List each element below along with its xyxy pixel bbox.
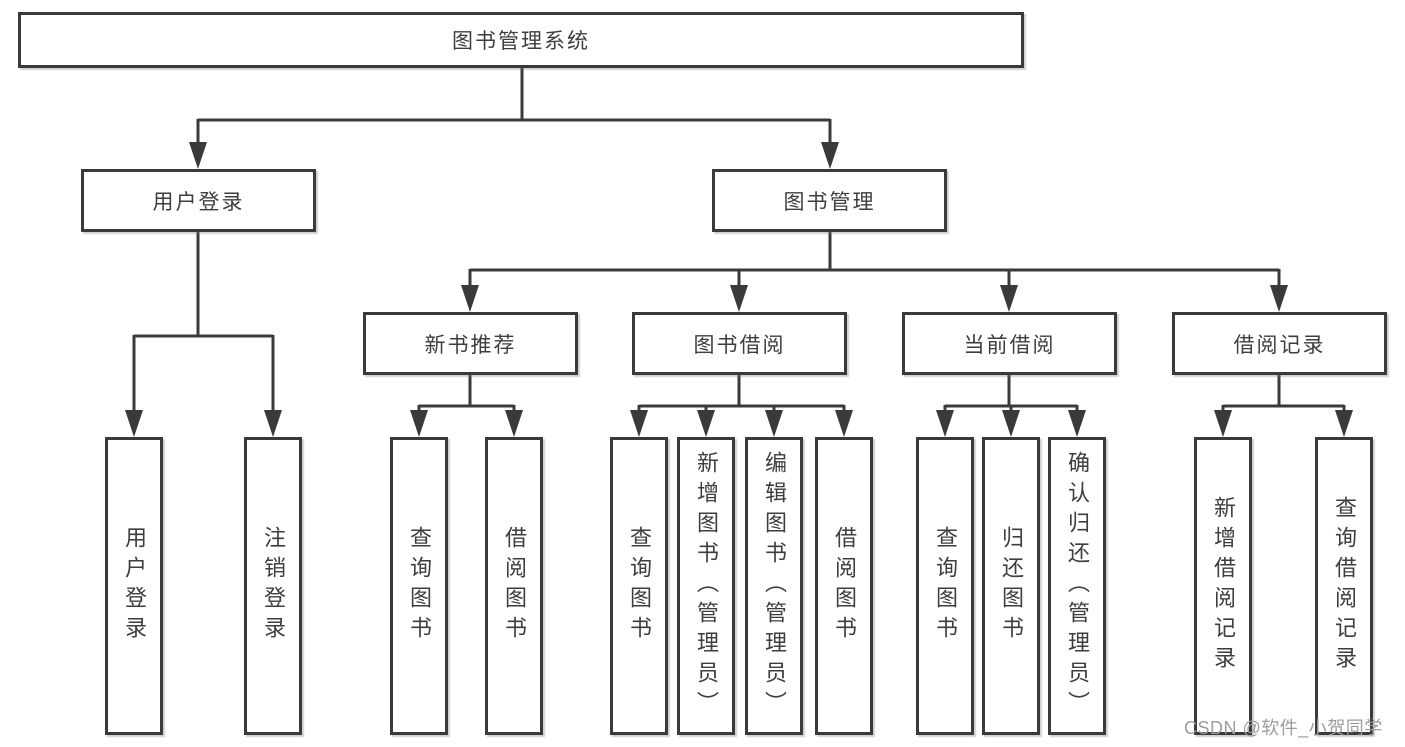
leaf-edit-book-admin-label: 编辑图书（管理员）	[762, 451, 787, 721]
leaf-user-login: 用户登录	[105, 437, 163, 735]
leaf-edit-book-admin: 编辑图书（管理员）	[745, 437, 803, 735]
node-book-management: 图书管理	[712, 169, 947, 232]
node-new-book-recommend: 新书推荐	[363, 312, 578, 375]
leaf-borrow-book-label: 借阅图书	[832, 526, 857, 646]
csdn-watermark: CSDN @软件_小贺同学	[1184, 718, 1383, 738]
node-user-login: 用户登录	[81, 169, 316, 232]
leaf-query-book-borrow-label: 查询图书	[627, 526, 652, 646]
leaf-confirm-return-admin: 确认归还（管理员）	[1048, 437, 1106, 735]
leaf-logout-label: 注销登录	[261, 526, 286, 646]
leaf-borrow-book: 借阅图书	[815, 437, 873, 735]
node-current-borrow-label: 当前借阅	[963, 333, 1056, 357]
leaf-user-login-label: 用户登录	[122, 526, 147, 646]
leaf-borrow-book-recommend-label: 借阅图书	[502, 526, 527, 646]
node-book-borrow-label: 图书借阅	[693, 333, 786, 357]
leaf-return-book-label: 归还图书	[999, 526, 1024, 646]
node-new-book-recommend-label: 新书推荐	[424, 333, 517, 357]
leaf-query-borrow-record-label: 查询借阅记录	[1332, 496, 1357, 676]
leaf-return-book: 归还图书	[982, 437, 1040, 735]
leaf-confirm-return-admin-label: 确认归还（管理员）	[1065, 451, 1090, 721]
leaf-borrow-book-recommend: 借阅图书	[485, 437, 543, 735]
leaf-query-book-recommend-label: 查询图书	[407, 526, 432, 646]
leaf-add-borrow-record: 新增借阅记录	[1194, 437, 1252, 735]
node-root-label: 图书管理系统	[452, 30, 590, 53]
leaf-query-book-recommend: 查询图书	[390, 437, 448, 735]
node-book-management-label: 图书管理	[783, 190, 876, 214]
node-user-login-label: 用户登录	[152, 190, 245, 214]
node-borrow-record: 借阅记录	[1172, 312, 1387, 375]
leaf-logout: 注销登录	[244, 437, 302, 735]
leaf-add-book-admin: 新增图书（管理员）	[677, 437, 735, 735]
leaf-add-borrow-record-label: 新增借阅记录	[1211, 496, 1236, 676]
arrowheads	[125, 142, 1353, 437]
node-current-borrow: 当前借阅	[902, 312, 1117, 375]
node-book-borrow: 图书借阅	[632, 312, 847, 375]
node-borrow-record-label: 借阅记录	[1233, 333, 1326, 357]
leaf-query-book-borrow: 查询图书	[610, 437, 668, 735]
leaf-query-book-current: 查询图书	[916, 437, 974, 735]
node-root-library-management-system: 图书管理系统	[18, 12, 1024, 68]
leaf-query-book-current-label: 查询图书	[933, 526, 958, 646]
leaf-query-borrow-record: 查询借阅记录	[1315, 437, 1373, 735]
leaf-add-book-admin-label: 新增图书（管理员）	[694, 451, 719, 721]
